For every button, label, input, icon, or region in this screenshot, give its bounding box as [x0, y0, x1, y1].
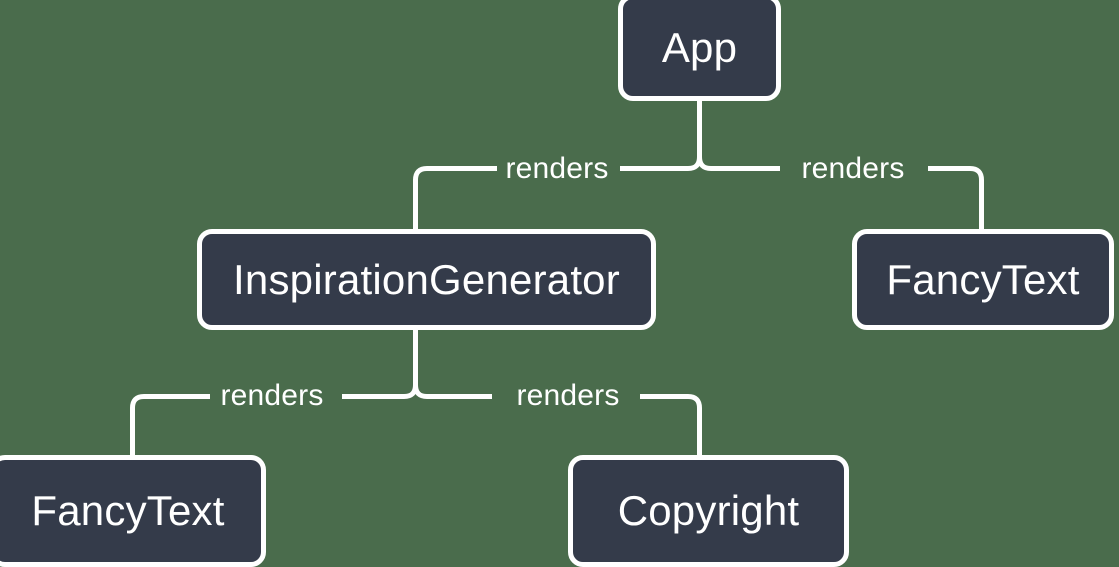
node-app[interactable]: App [618, 0, 781, 101]
edge-inspirationgenerator-stem [403, 330, 418, 399]
node-fancytext-right-label: FancyText [886, 255, 1080, 303]
edge-app-stem [687, 100, 702, 171]
node-fancytext-bottom-label: FancyText [31, 487, 225, 534]
edge-label-app-to-fancytext-right: renders [801, 152, 905, 185]
edge-inspirationgenerator-stem-right [413, 330, 428, 399]
node-inspirationgenerator[interactable]: InspirationGenerator [197, 229, 656, 330]
node-fancytext-bottom[interactable]: FancyText [0, 455, 266, 567]
node-app-label: App [661, 23, 738, 71]
node-inspirationgenerator-label: InspirationGenerator [233, 255, 620, 303]
edge-label-inspirationgenerator-to-copyright: renders [516, 379, 620, 412]
edge-app-stem-right [697, 100, 712, 171]
node-copyright-label: Copyright [617, 487, 800, 534]
edge-label-inspirationgenerator-to-fancytext-bottom: renders [220, 379, 324, 412]
node-copyright[interactable]: Copyright [568, 455, 849, 567]
node-fancytext-right[interactable]: FancyText [852, 229, 1114, 330]
edge-label-app-to-inspirationgenerator: renders [505, 152, 609, 185]
